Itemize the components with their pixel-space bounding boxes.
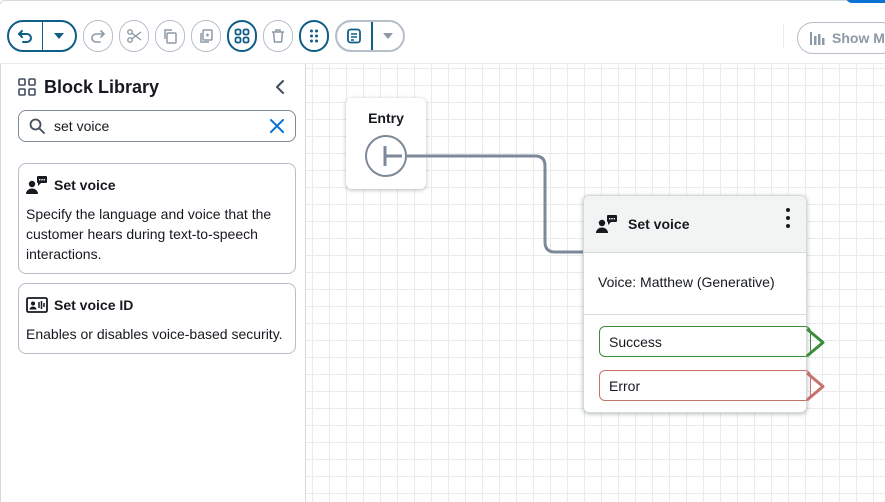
redo-button[interactable]: [83, 20, 113, 52]
block-card-description: Specify the language and voice that the …: [26, 206, 272, 262]
caret-down-icon: [53, 33, 64, 39]
block-library-header: Block Library: [18, 76, 296, 98]
top-right-action-button[interactable]: [846, 0, 885, 3]
show-button-label: Show M: [832, 30, 885, 46]
search-value: set voice: [54, 118, 110, 134]
window-frame: [0, 0, 885, 4]
block-card-set-voice[interactable]: Set voice Specify the language and voice…: [18, 163, 296, 274]
redo-icon: [91, 30, 105, 43]
search-icon: [29, 118, 45, 134]
block-library-panel: Block Library set voice Set voice Specif…: [0, 64, 306, 502]
paste-button[interactable]: [191, 20, 221, 52]
notes-menu-button[interactable]: [373, 22, 403, 50]
show-button[interactable]: Show M: [797, 22, 885, 54]
branch-success-label: Success: [609, 333, 662, 350]
voice-id-icon: [26, 297, 48, 313]
drag-handle-icon: [310, 29, 318, 43]
notes-button[interactable]: [337, 22, 373, 50]
branch-error[interactable]: Error: [599, 370, 811, 401]
notes-icon: [347, 28, 361, 44]
undo-icon: [18, 30, 33, 43]
copy-icon: [164, 29, 177, 44]
select-all-button[interactable]: [227, 20, 257, 52]
branch-success[interactable]: Success: [599, 326, 811, 357]
block-card-title-text: Set voice: [54, 177, 116, 193]
set-voice-block-header: Set voice: [584, 196, 806, 253]
cut-button[interactable]: [119, 20, 149, 52]
success-output-port[interactable]: [805, 327, 827, 358]
undo-button[interactable]: [9, 22, 42, 50]
toolbar: Show M: [0, 0, 885, 64]
set-voice-block-detail: Voice: Matthew (Generative): [598, 274, 775, 290]
branch-error-label: Error: [609, 377, 641, 394]
paste-icon: [200, 29, 213, 43]
caret-down-icon: [383, 33, 393, 39]
scissors-icon: [127, 29, 142, 43]
trash-icon: [272, 29, 284, 43]
toolbar-divider: [783, 24, 784, 48]
grid-icon: [18, 78, 36, 96]
block-card-description: Enables or disables voice-based security…: [26, 326, 283, 342]
drag-handle-button[interactable]: [299, 20, 329, 52]
block-library-title: Block Library: [44, 76, 160, 97]
block-search-input[interactable]: set voice: [18, 110, 296, 142]
block-card-title-text: Set voice ID: [54, 297, 134, 313]
delete-button[interactable]: [263, 20, 293, 52]
block-card-set-voice-id[interactable]: Set voice ID Enables or disables voice-b…: [18, 283, 296, 354]
grid-icon: [234, 28, 250, 44]
more-options-icon[interactable]: [786, 208, 790, 228]
clear-icon[interactable]: [269, 118, 285, 134]
voice-speaker-icon: [596, 215, 617, 233]
set-voice-block-title: Set voice: [628, 216, 690, 232]
set-voice-block[interactable]: Set voice Voice: Matthew (Generative) Su…: [583, 195, 825, 413]
bar-chart-icon: [810, 32, 825, 45]
error-output-port[interactable]: [805, 371, 827, 402]
block-card-title: Set voice: [26, 176, 288, 194]
collapse-panel-icon[interactable]: [272, 78, 288, 96]
block-card-title: Set voice ID: [26, 296, 288, 314]
undo-history-button[interactable]: [42, 22, 75, 50]
notes-split-button: [335, 20, 405, 52]
block-divider: [584, 314, 806, 315]
flow-canvas[interactable]: Entry Set voice Voice: Matthew (Generati…: [306, 64, 885, 502]
entry-node-title: Entry: [368, 110, 404, 126]
voice-speaker-icon: [26, 176, 47, 194]
undo-split-button: [7, 20, 77, 52]
copy-button[interactable]: [155, 20, 185, 52]
